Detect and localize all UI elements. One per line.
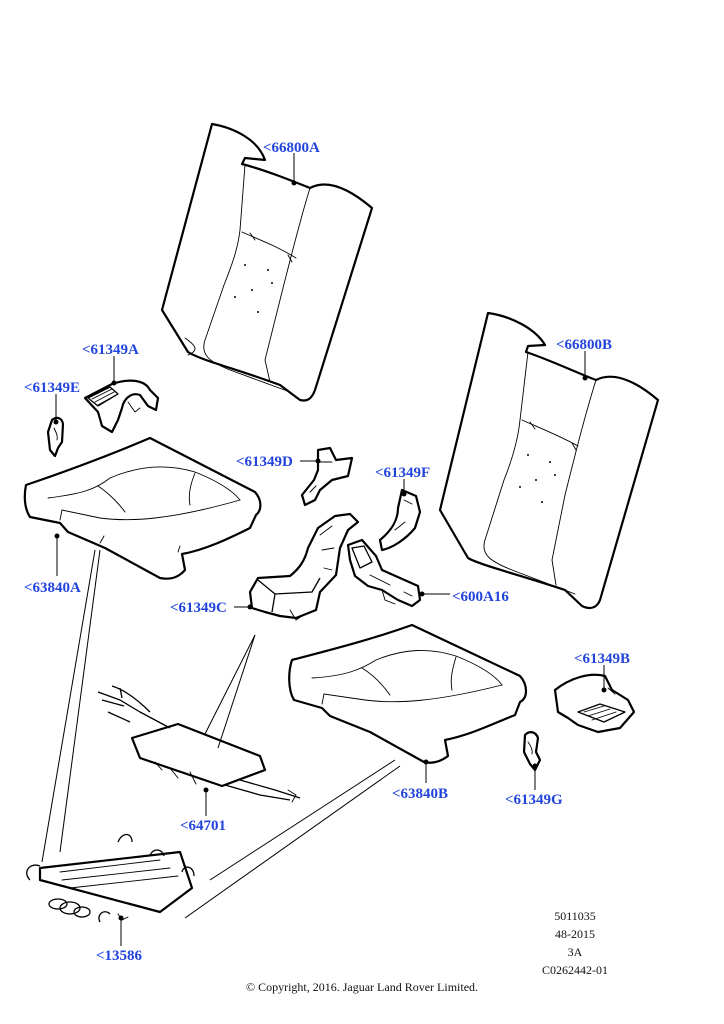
copyright-notice: © Copyright, 2016. Jaguar Land Rover Lim… bbox=[245, 980, 479, 994]
label-63840a[interactable]: <63840A bbox=[24, 580, 81, 596]
trim-61349f bbox=[378, 488, 422, 552]
label-61349g[interactable]: <61349G bbox=[505, 792, 563, 808]
label-61349e[interactable]: <61349E bbox=[24, 380, 80, 396]
reference-code: 5011035 bbox=[554, 909, 596, 923]
trim-61349g bbox=[522, 731, 542, 772]
trim-61349e bbox=[46, 416, 65, 458]
label-13586[interactable]: <13586 bbox=[96, 948, 143, 964]
label-61349a[interactable]: <61349A bbox=[82, 342, 139, 358]
harness-64701 bbox=[97, 685, 301, 803]
seat-cushion-63840b bbox=[288, 623, 528, 764]
label-61349d[interactable]: <61349D bbox=[236, 454, 293, 470]
label-61349c[interactable]: <61349C bbox=[170, 600, 227, 616]
seat-back-66800b bbox=[438, 311, 660, 610]
label-600a16[interactable]: <600A16 bbox=[452, 589, 509, 605]
label-63840b[interactable]: <63840B bbox=[392, 786, 448, 802]
diagram-reference-block: 5011035 48-2015 3A C0262442-01 bbox=[515, 907, 635, 979]
reference-date: 48-2015 bbox=[555, 927, 595, 941]
label-66800a[interactable]: <66800A bbox=[263, 140, 320, 156]
label-61349f[interactable]: <61349F bbox=[375, 465, 430, 481]
seat-back-66800a bbox=[160, 122, 374, 402]
bracket-61349a bbox=[83, 379, 160, 434]
label-66800b[interactable]: <66800B bbox=[556, 337, 612, 353]
bracket-61349c bbox=[248, 512, 360, 621]
leader-lines bbox=[41, 153, 607, 946]
label-64701[interactable]: <64701 bbox=[180, 818, 226, 834]
trim-61349d bbox=[300, 446, 354, 507]
reference-revision: 3A bbox=[567, 945, 583, 959]
label-61349b[interactable]: <61349B bbox=[574, 651, 630, 667]
bracket-61349b bbox=[553, 673, 636, 734]
spring-mat-13586 bbox=[26, 833, 195, 923]
reference-illustration-id: C0262442-01 bbox=[542, 963, 608, 977]
bracket-600a16 bbox=[346, 538, 422, 608]
seat-cushion-63840a bbox=[23, 436, 262, 580]
